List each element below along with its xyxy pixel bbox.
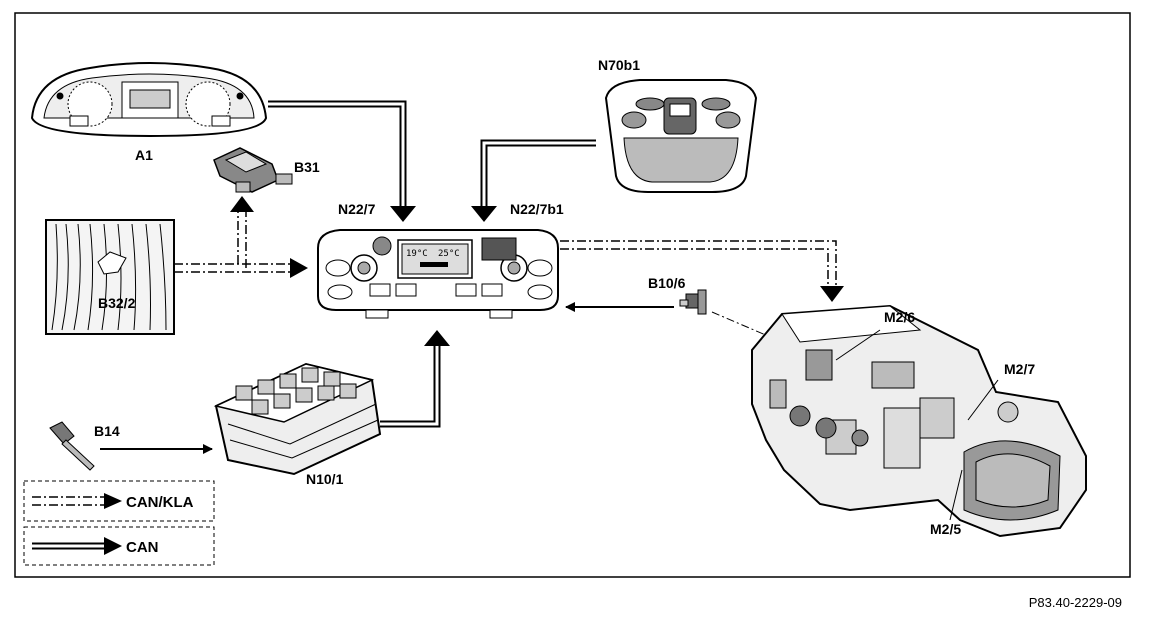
overhead-control-panel-n70b1 [604,79,758,193]
leader-b10-6 [711,311,769,337]
figure-reference-code: P83.40-2229-09 [1029,595,1122,610]
can-connection-n70b1-to-n22-7b1 [471,139,596,222]
label-a1: A1 [135,147,153,163]
legend-can-kla-label: CAN/KLA [126,494,194,511]
display-right-temp: 25°C [438,249,460,259]
can-kla-connection-to-b31 [230,196,254,268]
can-connection-n10-1-to-n22-7 [380,330,450,428]
label-b10-6: B10/6 [648,275,686,291]
label-m2-7: M2/7 [1004,361,1035,377]
sensor-b10-6 [679,289,707,315]
sensor-b14 [49,421,95,471]
legend: CAN/KLA CAN [23,480,215,566]
label-m2-6: M2/6 [884,309,915,325]
legend-can-label: CAN [126,539,159,556]
label-b32-2: B32/2 [98,295,136,311]
can-kla-connection-b32-2-to-n22-7 [174,258,308,278]
sensor-b32-2-inset [45,219,175,335]
legend-can-kla-symbol [32,496,104,506]
can-connection-a1-to-n22-7 [268,100,416,222]
relay-module-n10-1 [213,362,382,476]
label-n70b1: N70b1 [598,57,640,73]
label-n22-7: N22/7 [338,201,376,217]
label-n22-7b1: N22/7b1 [510,201,564,217]
hvac-housing-unit [751,304,1087,538]
instrument-cluster-a1 [30,62,268,138]
can-kla-connection-n22-7-to-m2 [560,240,844,302]
display-left-temp: 19°C [406,249,428,259]
climate-control-unit-n22-7: 19°C 25°C [317,229,559,319]
sensor-b31 [213,147,293,193]
label-b31: B31 [294,159,320,175]
label-m2-5: M2/5 [930,521,961,537]
label-n10-1: N10/1 [306,471,344,487]
label-b14: B14 [94,423,120,439]
